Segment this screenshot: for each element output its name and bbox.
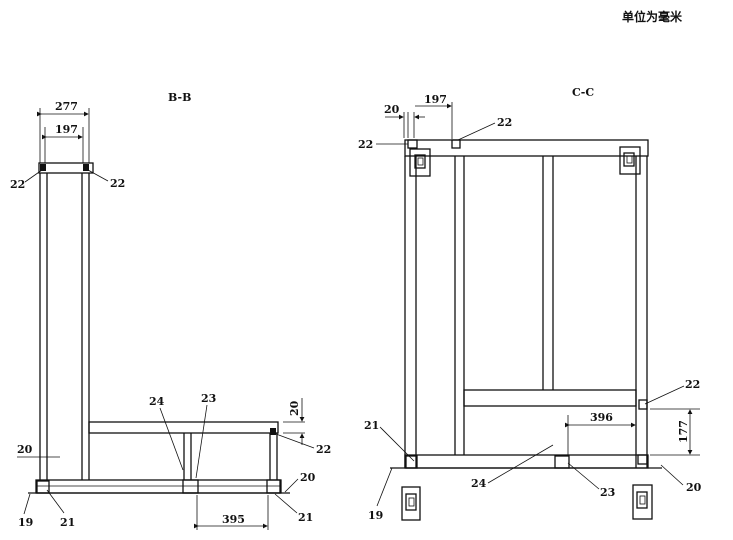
cc-dim-20: 20 bbox=[384, 103, 400, 116]
dim-20-left: 20 bbox=[17, 443, 33, 456]
bb-base-beam bbox=[35, 479, 282, 494]
callout-23: 23 bbox=[600, 486, 615, 499]
callout-21: 21 bbox=[364, 419, 379, 432]
unit-note: 单位为毫米 bbox=[622, 10, 683, 24]
callout-20: 20 bbox=[686, 481, 702, 494]
cc-pad-top-right bbox=[619, 146, 641, 175]
callout-24: 24 bbox=[149, 395, 165, 408]
cc-top-beam bbox=[404, 139, 649, 157]
view-cc-title: C-C bbox=[572, 86, 594, 99]
callout-19: 19 bbox=[18, 516, 33, 529]
callout-22: 22 bbox=[497, 116, 512, 129]
dim-20-top: 20 bbox=[288, 400, 301, 416]
cc-foot-right bbox=[632, 484, 653, 520]
cc-crossbar bbox=[463, 389, 637, 407]
callout-22: 22 bbox=[358, 138, 373, 151]
view-cc: C-C 20 197 396 177 22 22 22 21 24 bbox=[358, 86, 702, 522]
callout-24: 24 bbox=[471, 477, 487, 490]
bb-pad-tr bbox=[83, 164, 89, 171]
callout-22: 22 bbox=[316, 443, 331, 456]
cc-dim-197: 197 bbox=[424, 93, 447, 106]
cc-base-beam bbox=[404, 454, 649, 469]
cc-pad-top-left bbox=[409, 148, 431, 177]
callout-21: 21 bbox=[298, 511, 313, 524]
bb-pad-tl bbox=[40, 164, 46, 171]
callout-23: 23 bbox=[201, 392, 216, 405]
cc-dim-396: 396 bbox=[590, 411, 613, 424]
cc-dim-177: 177 bbox=[677, 420, 690, 443]
bb-arm bbox=[88, 421, 279, 434]
dim-277: 277 bbox=[55, 100, 78, 113]
callout-22: 22 bbox=[10, 178, 25, 191]
cc-foot-left bbox=[401, 486, 421, 521]
dim-197: 197 bbox=[55, 123, 78, 136]
bb-top-beam bbox=[38, 162, 94, 174]
callout-21: 21 bbox=[60, 516, 75, 529]
view-bb: B-B 277 197 20 20 395 22 22 24 bbox=[10, 91, 331, 530]
dim-395: 395 bbox=[222, 513, 245, 526]
callout-22: 22 bbox=[110, 177, 125, 190]
callout-22: 22 bbox=[685, 378, 700, 391]
callout-19: 19 bbox=[368, 509, 383, 522]
view-bb-title: B-B bbox=[168, 91, 191, 104]
callout-20: 20 bbox=[300, 471, 316, 484]
